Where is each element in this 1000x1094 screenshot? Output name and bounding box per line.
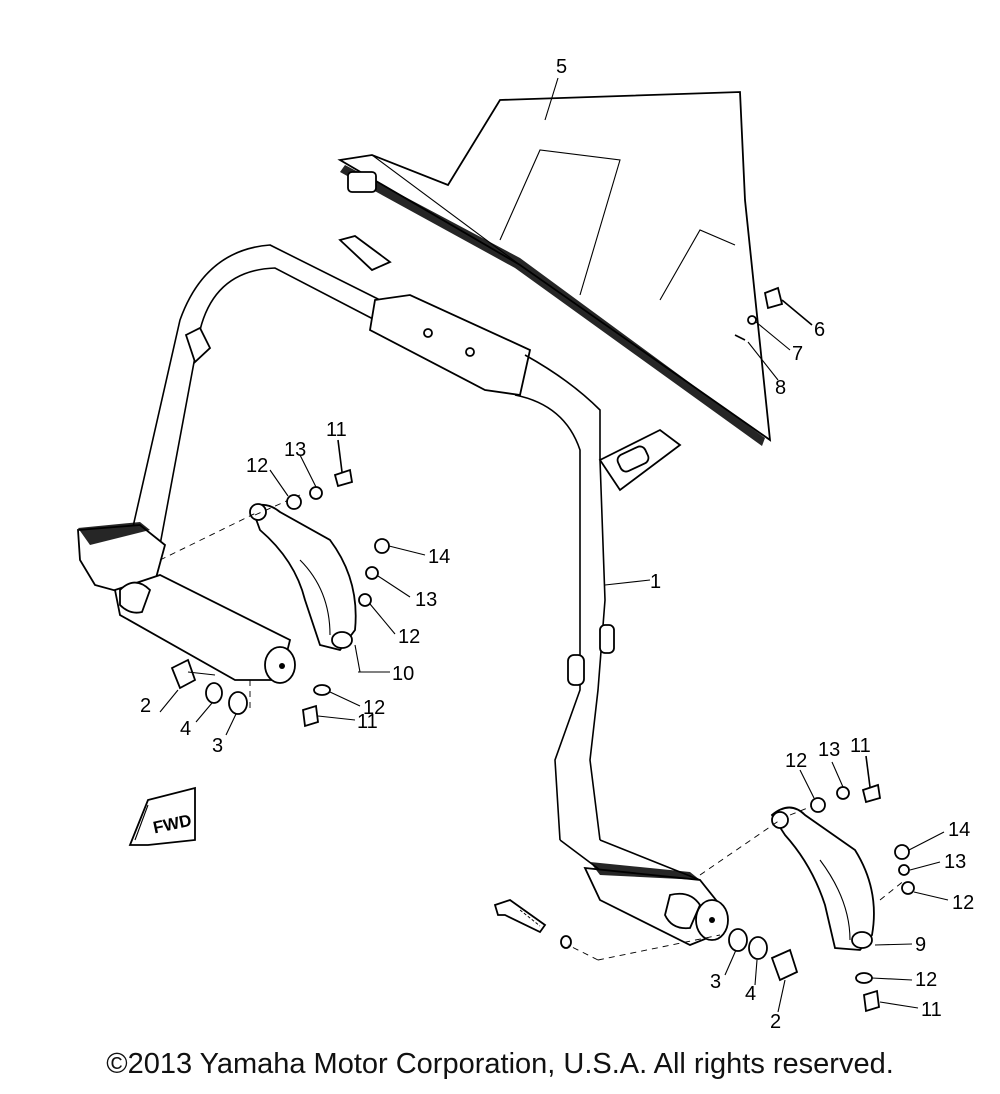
handle-frame bbox=[129, 235, 701, 931]
callout-label: 11 bbox=[326, 419, 347, 441]
callout-label: 11 bbox=[921, 999, 942, 1021]
callout-label: 11 bbox=[357, 711, 378, 733]
callout-label: 13 bbox=[284, 439, 306, 461]
parts-diagram: FWD 5 6 7 8 1 11 12 13 14 13 12 10 12 11… bbox=[77, 56, 974, 1030]
right-pivot-assembly bbox=[493, 755, 949, 1013]
callout-label: 12 bbox=[363, 697, 385, 719]
callout-label: 3 bbox=[710, 971, 721, 993]
callout-label: 7 bbox=[792, 343, 803, 365]
callout-label: 2 bbox=[140, 695, 151, 717]
callout-label: 8 bbox=[775, 377, 786, 399]
copyright-notice: ©2013 Yamaha Motor Corporation, U.S.A. A… bbox=[106, 1048, 894, 1080]
windshield-cowl bbox=[337, 77, 772, 446]
callout-label: 11 bbox=[850, 735, 871, 757]
callout-label: 12 bbox=[952, 892, 974, 914]
callout-label: 3 bbox=[212, 735, 223, 757]
callout-label: 4 bbox=[745, 983, 756, 1005]
callout-label: 4 bbox=[180, 718, 191, 740]
callout-label: 13 bbox=[944, 851, 966, 873]
callout-label: 14 bbox=[428, 546, 450, 568]
cowl-hardware bbox=[734, 286, 813, 381]
callout-label: 13 bbox=[415, 589, 437, 611]
callout-labels: 5 6 7 8 1 11 12 13 14 13 12 10 12 11 2 4… bbox=[140, 56, 974, 1030]
callout-label: 12 bbox=[915, 969, 937, 991]
callout-label: 9 bbox=[915, 934, 926, 956]
left-pivot-assembly bbox=[77, 439, 426, 736]
callout-label: 14 bbox=[948, 819, 970, 841]
callout-label: 5 bbox=[556, 56, 567, 78]
callout-label: 10 bbox=[392, 663, 414, 685]
fwd-badge: FWD bbox=[128, 786, 196, 846]
callout-label: 6 bbox=[814, 319, 825, 341]
callout-label: 13 bbox=[818, 739, 840, 761]
callout-label: 12 bbox=[785, 750, 807, 772]
callout-label: 1 bbox=[650, 571, 661, 593]
callout-label: 12 bbox=[246, 455, 268, 477]
callout-label: 2 bbox=[770, 1011, 781, 1030]
callout-label: 12 bbox=[398, 626, 420, 648]
